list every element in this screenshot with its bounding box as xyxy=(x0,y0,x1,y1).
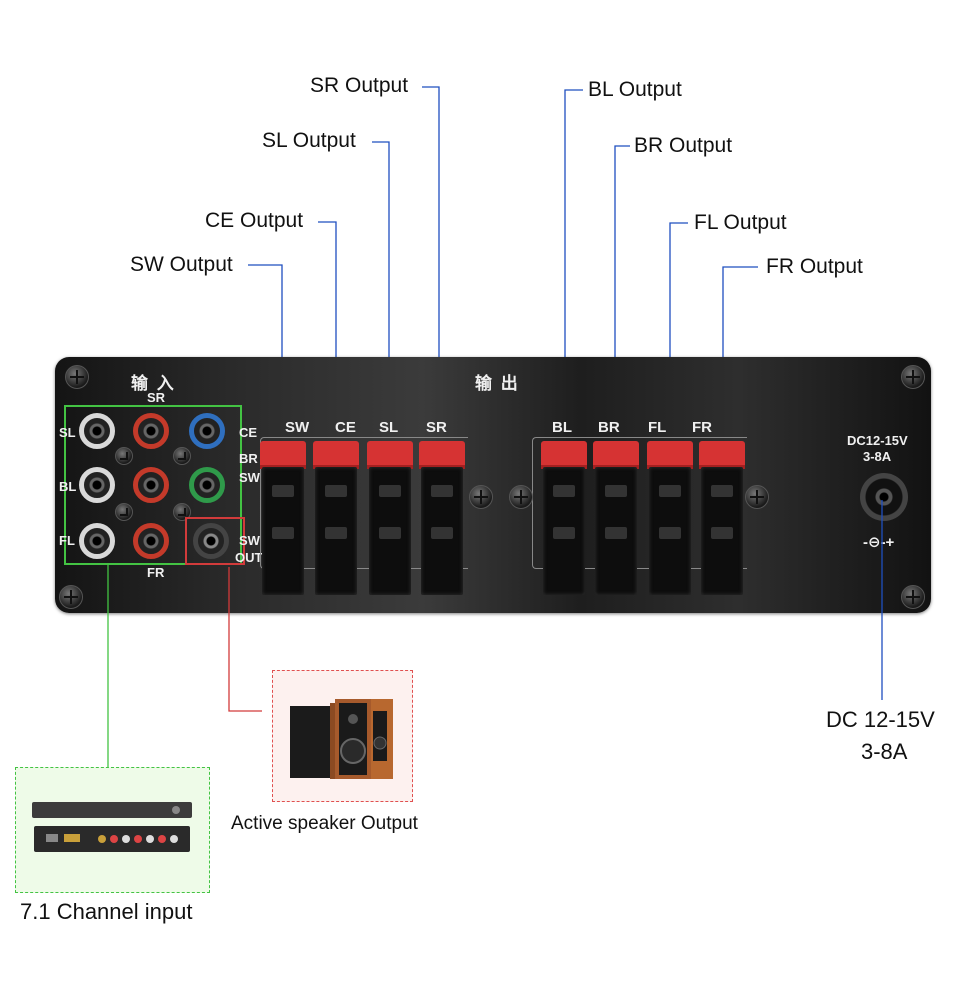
rca-label-bl: BL xyxy=(59,479,77,494)
leader-sl xyxy=(372,141,390,445)
screw-icon xyxy=(745,485,769,509)
terminal-label-br: BR xyxy=(598,419,620,436)
rca-label-br: BR xyxy=(239,451,258,466)
callout-fr-output: FR Output xyxy=(766,255,863,278)
rca-jack-sr xyxy=(133,413,169,449)
callout-bl-output: BL Output xyxy=(588,78,682,101)
callout-sl-output: SL Output xyxy=(262,129,356,152)
dc-label-voltage: DC12-15V xyxy=(847,433,908,448)
terminal-label-sl: SL xyxy=(379,419,399,436)
speakers-illustration xyxy=(290,699,393,779)
screw-icon xyxy=(901,365,925,389)
rca-label-ce: CE xyxy=(239,425,258,440)
terminal-block-left xyxy=(260,437,468,569)
rca-label-fr: FR xyxy=(147,565,165,580)
rca-jack-ce xyxy=(189,413,225,449)
dc-power-jack xyxy=(860,473,908,521)
active-speaker-box xyxy=(272,670,413,802)
rca-jack-br xyxy=(133,467,169,503)
sw-out-label-sw: SW xyxy=(239,533,260,548)
callout-sr-output: SR Output xyxy=(310,74,409,97)
channel-input-box xyxy=(15,767,210,893)
rca-label-sw: SW xyxy=(239,470,260,485)
callout-sw-output: SW Output xyxy=(130,253,233,276)
callout-fl-output: FL Output xyxy=(694,211,787,234)
dc-callout-voltage: DC 12-15V xyxy=(826,707,935,732)
rca-jack-sw-out xyxy=(193,523,229,559)
terminal-block-right xyxy=(532,437,747,569)
rca-label-fl: FL xyxy=(59,533,75,548)
rca-jack-sl xyxy=(79,413,115,449)
leader-br xyxy=(614,145,630,445)
rca-jack-fr xyxy=(133,523,169,559)
rca-label-sr: SR xyxy=(147,390,166,405)
leader-sr xyxy=(422,86,440,445)
screw-icon xyxy=(901,585,925,609)
screw-icon xyxy=(469,485,493,509)
rca-jack-fl xyxy=(79,523,115,559)
amplifier-rear-panel: 输 入 输 出 SR SL CE BR BL SW FL FR SW OUT S… xyxy=(55,357,931,613)
screw-icon xyxy=(173,503,191,521)
rca-jack-bl xyxy=(79,467,115,503)
screw-icon xyxy=(65,365,89,389)
screw-icon xyxy=(115,447,133,465)
input-title: 输 入 xyxy=(131,374,176,393)
terminal-label-fr: FR xyxy=(692,419,712,436)
terminal-label-fl: FL xyxy=(648,419,667,436)
dc-polarity-symbol: -⊖-+ xyxy=(863,534,895,551)
leader-bl xyxy=(564,89,583,445)
channel-input-caption: 7.1 Channel input xyxy=(20,899,193,924)
screw-icon xyxy=(59,585,83,609)
red-connector xyxy=(228,567,262,712)
dc-label-current: 3-8A xyxy=(863,449,892,464)
terminal-label-bl: BL xyxy=(552,419,572,436)
rca-jack-sw xyxy=(189,467,225,503)
sw-out-label-out: OUT xyxy=(235,550,263,565)
output-title: 输 出 xyxy=(475,374,520,393)
callout-br-output: BR Output xyxy=(634,134,733,157)
terminal-label-sw: SW xyxy=(285,419,310,436)
callout-ce-output: CE Output xyxy=(205,209,304,232)
dc-callout-current: 3-8A xyxy=(861,739,908,764)
terminal-label-sr: SR xyxy=(426,419,447,436)
screw-icon xyxy=(509,485,533,509)
rca-label-sl: SL xyxy=(59,425,76,440)
screw-icon xyxy=(173,447,191,465)
sw-out-box xyxy=(185,517,245,565)
active-speaker-caption: Active speaker Output xyxy=(231,813,418,834)
input-rca-group-box xyxy=(64,405,242,565)
terminal-label-ce: CE xyxy=(335,419,356,436)
decoder-device-illustration xyxy=(32,802,192,852)
screw-icon xyxy=(115,503,133,521)
